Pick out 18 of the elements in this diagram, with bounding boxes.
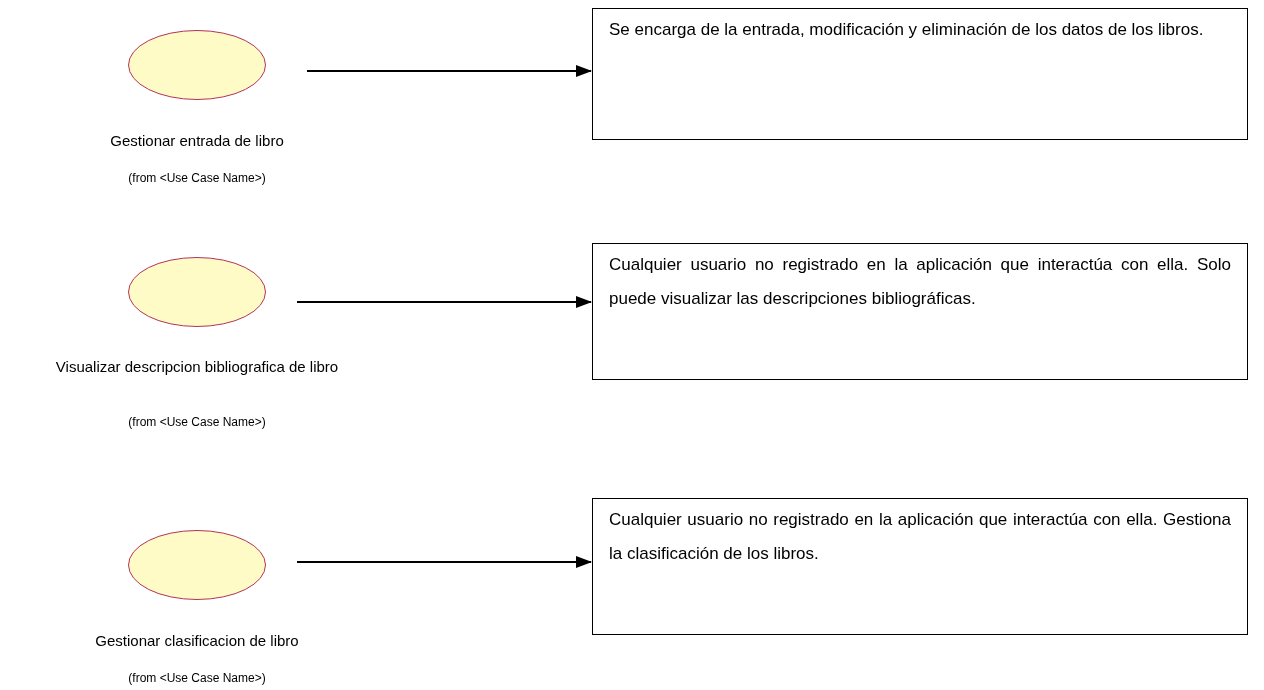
description-text: Cualquier usuario no registrado en la aplicación que interactúa con ella. Gestiona la clasificación de los libros. <box>609 509 1231 565</box>
description-text: Se encarga de la entrada, modificación y eliminación de los datos de los libros. <box>609 19 1205 41</box>
package-note: (from <Use Case Name>) <box>127 170 267 186</box>
use-case-name: Gestionar entrada de libro <box>109 131 285 151</box>
use-case-name: Visualizar descripcion bibliografica de libro <box>54 357 340 377</box>
package-note: (from <Use Case Name>) <box>127 670 267 686</box>
arrow <box>296 556 592 568</box>
use-case-ellipse <box>128 30 266 100</box>
use-case-ellipse <box>128 530 266 600</box>
arrow <box>296 296 592 308</box>
description-box <box>592 8 1248 140</box>
description-box <box>592 498 1248 635</box>
arrow <box>306 65 592 77</box>
description-box <box>592 243 1248 380</box>
package-note: (from <Use Case Name>) <box>127 414 267 430</box>
use-case-name: Gestionar clasificacion de libro <box>94 631 300 651</box>
description-text: Cualquier usuario no registrado en la aplicación que interactúa con ella. Solo puede visualizar las descripciones bibliográficas. <box>609 254 1231 310</box>
use-case-ellipse <box>128 257 266 327</box>
